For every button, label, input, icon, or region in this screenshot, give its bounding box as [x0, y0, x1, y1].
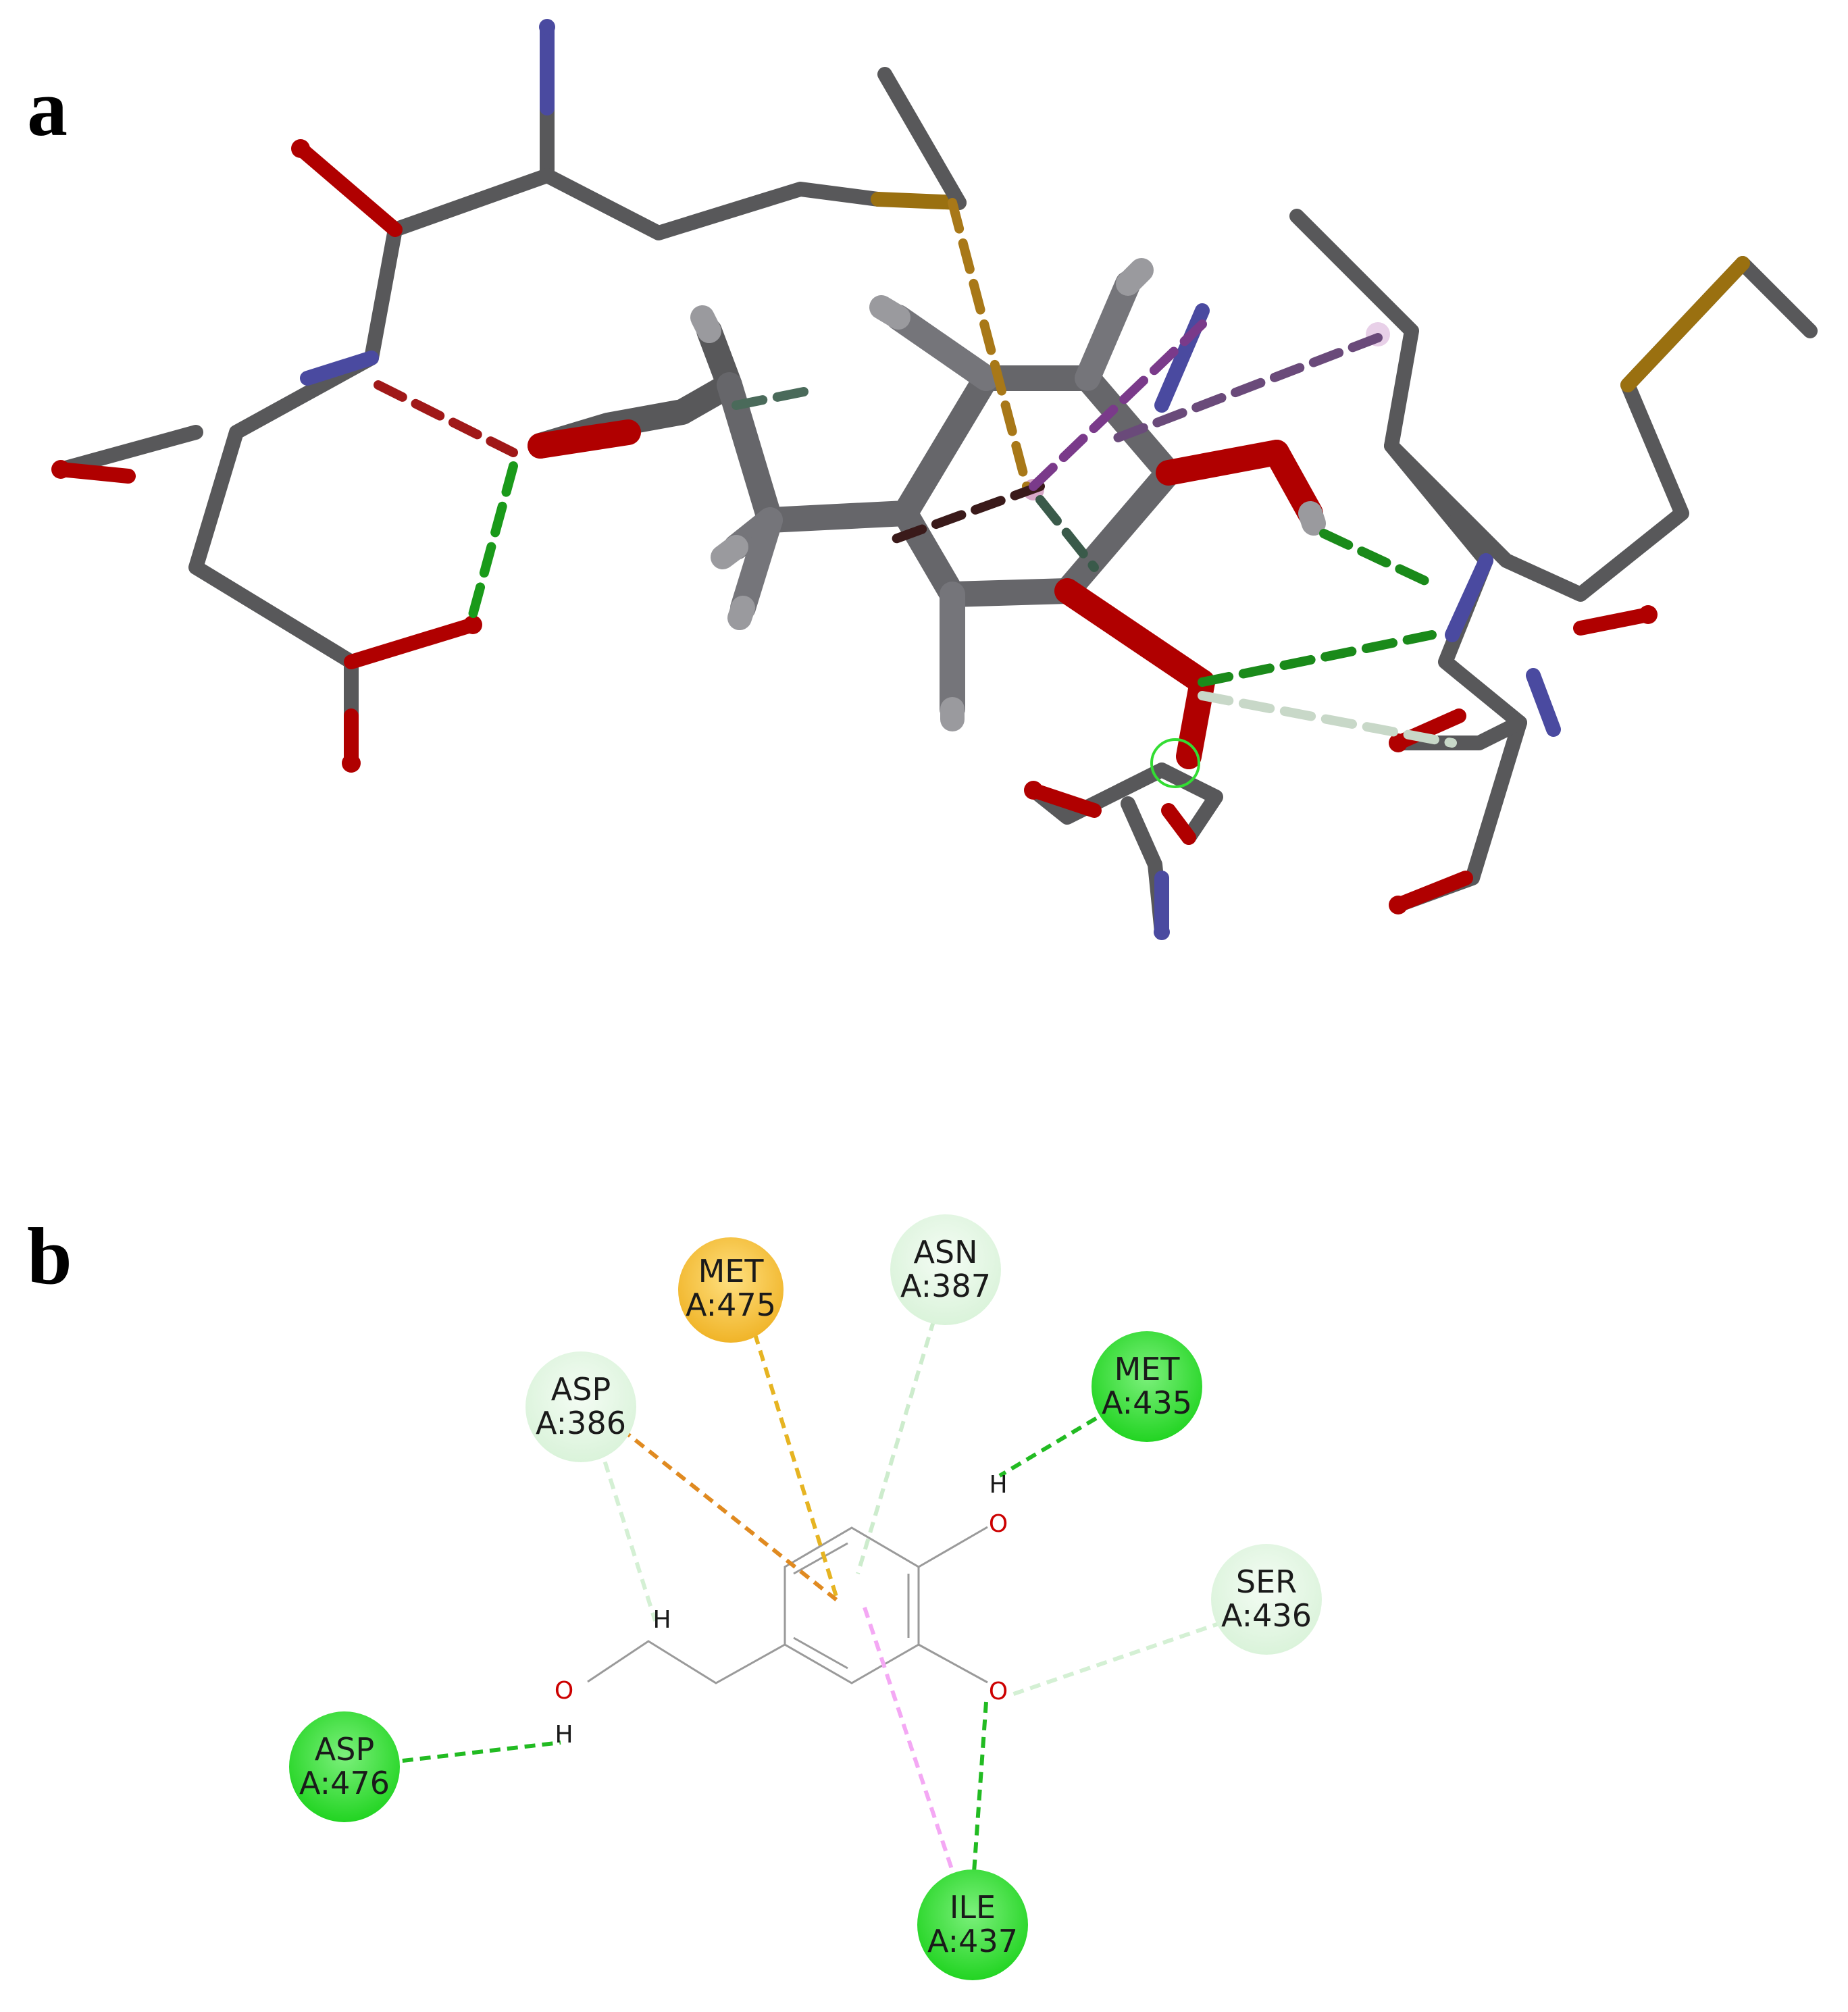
- pi-centroid-marker: [1150, 738, 1200, 788]
- ligand-sticks: [528, 271, 1323, 769]
- pi-anion-line-asp386: [607, 1416, 839, 1603]
- left-residue-sticks: [53, 20, 886, 771]
- residue-met475-name: MET: [698, 1253, 765, 1289]
- residue-asn387: ASN A:387: [890, 1214, 1001, 1325]
- residue-asn387-id: A:387: [900, 1268, 991, 1304]
- residue-met435-id: A:435: [1102, 1385, 1192, 1421]
- residue-asp476: ASP A:476: [289, 1711, 400, 1822]
- pi-sulfur-line-met475: [748, 1316, 840, 1601]
- pi-alkyl-line-ile437: [863, 1607, 961, 1892]
- residue-asp476-id: A:476: [299, 1765, 390, 1801]
- residue-ser436-name: SER: [1236, 1564, 1297, 1600]
- panel-label-b: b: [27, 1211, 72, 1301]
- residue-ile437: ILE A:437: [917, 1869, 1028, 1980]
- carbon-hbond-line-asp386-chain: [592, 1428, 657, 1622]
- residue-met475: MET A:475: [678, 1237, 784, 1343]
- residue-met435-name: MET: [1114, 1351, 1181, 1387]
- carbon-hbond-line-asn387: [856, 1303, 941, 1574]
- ligand-2d-skeleton: [587, 1526, 988, 1684]
- residue-asp386: ASP A:386: [525, 1351, 636, 1462]
- atom-o-chain: O: [555, 1677, 573, 1705]
- atom-o-ether: O: [989, 1678, 1008, 1705]
- residue-asp386-id: A:386: [536, 1405, 626, 1441]
- residue-ser436: SER A:436: [1211, 1544, 1322, 1655]
- hbond-line-asp476: [384, 1740, 561, 1765]
- left-residue-atoms: [51, 19, 555, 773]
- panel-a-3d-model: [51, 19, 1818, 940]
- residue-asn387-name: ASN: [913, 1234, 977, 1270]
- ligand-hydrogens: [690, 258, 1326, 731]
- residue-ile437-id: A:437: [927, 1923, 1018, 1959]
- residue-met435: MET A:435: [1092, 1331, 1202, 1442]
- panel-label-a: a: [27, 63, 68, 153]
- interaction-dashes-3d: [374, 198, 1457, 748]
- atom-h-hydroxyl: H: [989, 1471, 1007, 1499]
- atom-h-chain-bottom: H: [555, 1721, 573, 1749]
- left-residue-heteroatoms: [53, 20, 967, 771]
- atom-o-hydroxyl: O: [989, 1510, 1008, 1538]
- residue-ser436-id: A:436: [1221, 1597, 1312, 1634]
- residue-met475-id: A:475: [686, 1287, 776, 1323]
- residue-ile437-name: ILE: [950, 1889, 996, 1926]
- atom-h-chain: H: [652, 1606, 671, 1634]
- hbond-line-ile437: [971, 1701, 988, 1892]
- carbon-hbond-line-ser436: [1009, 1609, 1257, 1697]
- residue-asp386-name: ASP: [551, 1371, 611, 1408]
- panel-b-2d-diagram: H O O H O H MET A:475 ASN A:387 MET A:43…: [289, 1214, 1322, 1980]
- residue-asp476-name: ASP: [315, 1731, 374, 1768]
